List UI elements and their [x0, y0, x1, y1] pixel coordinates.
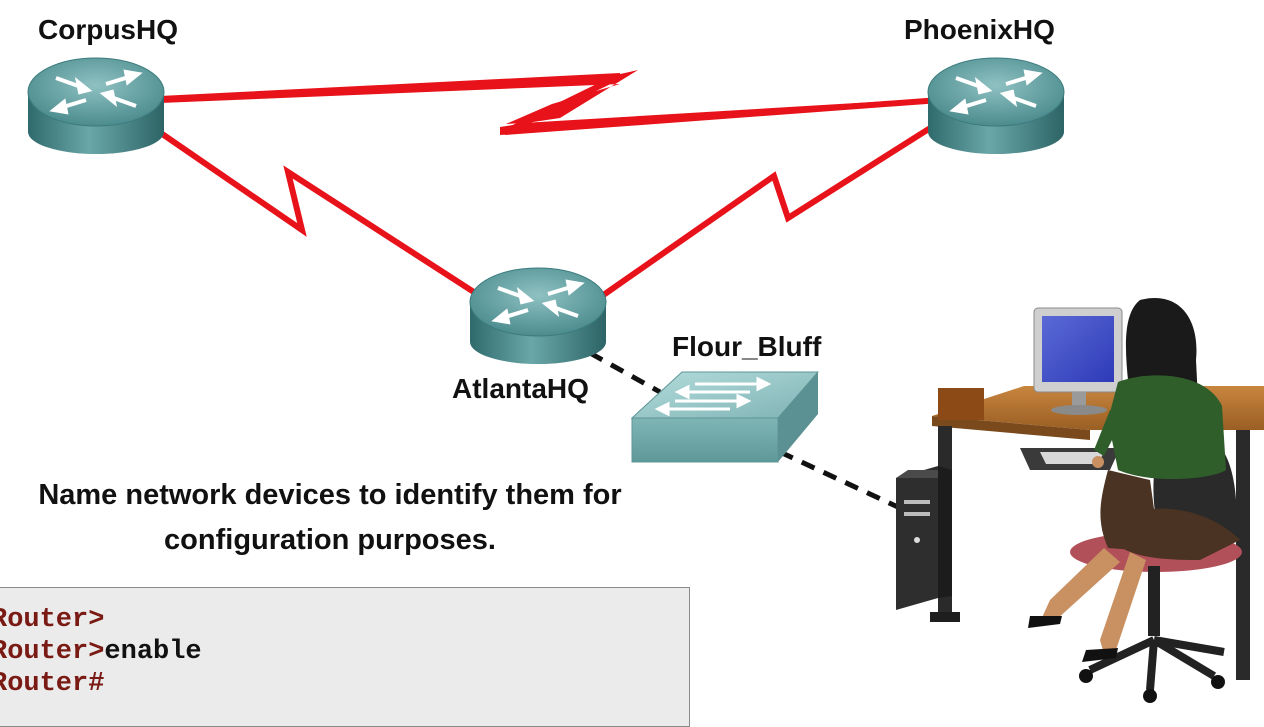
cli-terminal: Router> Router>enable Router# [0, 587, 690, 727]
link-corpus-atlanta [153, 126, 482, 299]
switch-icon[interactable] [630, 371, 820, 463]
link-flour-workstation [778, 449, 902, 511]
cli-line: Router> [0, 604, 689, 636]
router-label-phoenixhq: PhoenixHQ [904, 14, 1055, 45]
link-corpus-phoenix [160, 70, 940, 135]
caption-line-1: Name network devices to identify them fo… [38, 479, 622, 511]
console-links [588, 350, 902, 511]
router-icon[interactable] [27, 57, 165, 154]
caption-line-2: configuration purposes. [164, 524, 496, 556]
router-icon[interactable] [469, 267, 607, 364]
network-diagram [27, 57, 1264, 703]
cli-command: enable [104, 637, 202, 667]
serial-links [153, 70, 941, 299]
router-label-atlantahq: AtlantaHQ [452, 373, 589, 404]
router-label-corpushq: CorpusHQ [38, 14, 178, 45]
cli-line: Router>enable [0, 636, 689, 668]
link-phoenix-atlanta [600, 122, 937, 299]
link-atlanta-flour [588, 350, 662, 395]
cli-prompt: Router> [0, 605, 105, 635]
cli-line: Router# [0, 668, 689, 700]
link-corpus-phoenix-line [159, 73, 941, 135]
cli-prompt: Router> [0, 637, 105, 667]
person-at-computer-icon [896, 298, 1264, 703]
router-icon[interactable] [927, 57, 1065, 154]
switch-label-flour-bluff: Flour_Bluff [672, 331, 822, 362]
cli-prompt: Router# [0, 669, 105, 699]
